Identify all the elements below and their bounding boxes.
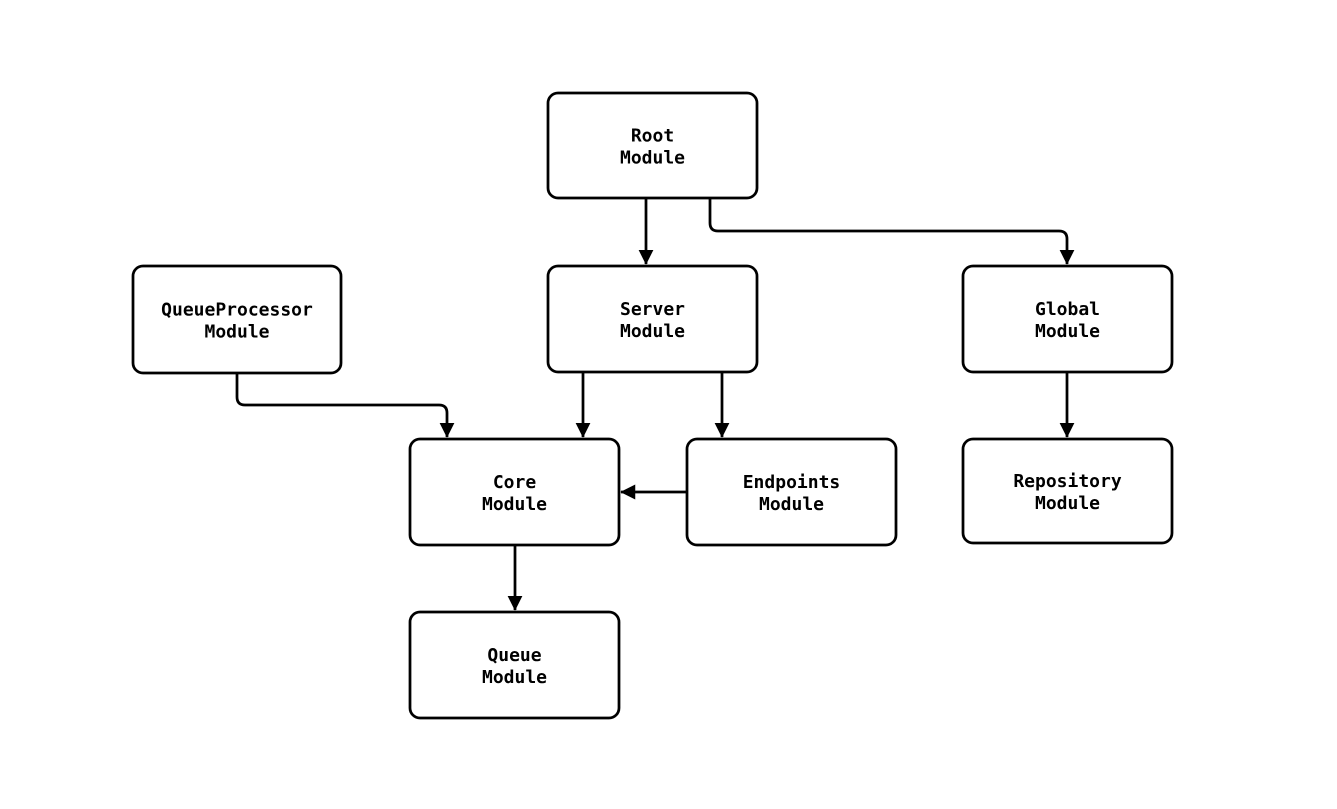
node-endpoints-box — [685, 437, 898, 547]
node-repository-box — [961, 437, 1174, 545]
node-queueprocessor-box — [131, 264, 343, 375]
node-core-box — [408, 437, 621, 547]
edges-layer — [235, 198, 1075, 611]
node-queue-box — [408, 610, 621, 720]
edge-root-to-global — [708, 198, 1075, 265]
edge-queueprocessor-to-core — [235, 373, 455, 438]
node-root-box — [546, 91, 759, 200]
node-server-box — [546, 264, 759, 374]
node-global-box — [961, 264, 1174, 374]
